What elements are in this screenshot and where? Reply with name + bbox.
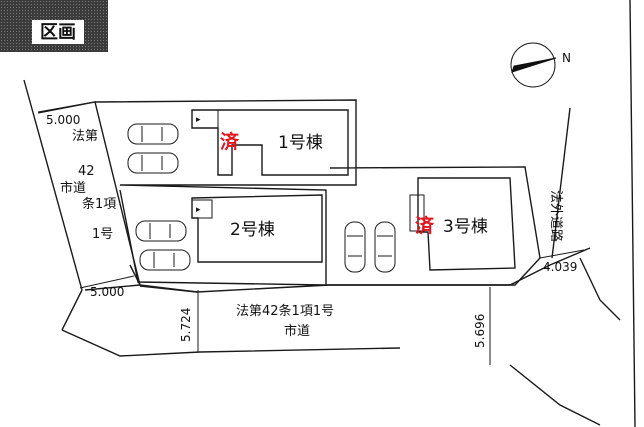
parking-car — [135, 220, 187, 242]
dim-road-right: 5.696 — [473, 314, 487, 348]
left-road-label: 法第 42 条1項 1号 市道 — [60, 129, 116, 242]
building-3-entrance — [409, 194, 425, 232]
building-1-status: 済 — [220, 130, 240, 153]
building-1-entrance-mark: ▸ — [196, 115, 201, 125]
lot-outline — [94, 99, 541, 286]
dim-road-left: 5.724 — [179, 308, 193, 342]
north-label: N — [562, 51, 571, 65]
building-2-entrance — [191, 199, 213, 219]
left-road-label-line2: 42 — [78, 164, 95, 179]
right-road-left-edge — [551, 107, 571, 259]
left-road-outer-edge — [23, 79, 83, 331]
left-road-inner-edge — [37, 101, 141, 286]
title-tab: 区画 — [0, 0, 108, 52]
building-3-status: 済 — [415, 214, 435, 237]
parking-car — [344, 221, 366, 273]
building-2-entrance-mark: ▸ — [196, 205, 201, 215]
building-1-label: 1号棟 — [278, 133, 323, 153]
bottom-road-label-line1: 法第42条1項1号 — [236, 303, 334, 319]
right-edge — [629, 0, 636, 427]
parking-car — [127, 152, 179, 174]
building-1-entrance — [191, 109, 219, 129]
building-3-label: 3号棟 — [443, 217, 488, 237]
dim-line-bottom-left — [79, 275, 135, 289]
dim-line-top-left — [37, 101, 95, 113]
left-road-label-line5: 市道 — [60, 180, 86, 196]
parking-car — [139, 249, 191, 271]
page-title: 区画 — [40, 22, 76, 43]
left-road-label-line3: 条1項 — [82, 196, 116, 212]
bottom-road-lower-edge — [61, 329, 401, 357]
right-road-label: 法外道路 — [548, 190, 564, 242]
north-arrow-icon — [511, 57, 557, 73]
parking-car — [127, 123, 179, 145]
left-road-label-line4: 1号 — [92, 227, 113, 242]
building-3-outline — [417, 177, 516, 271]
dim-line-right — [539, 249, 585, 259]
dim-bottom-left: 5.000 — [90, 285, 124, 299]
right-road-right-edge — [579, 257, 621, 321]
left-road-label-line1: 法第 — [72, 129, 98, 144]
compass: N — [510, 42, 571, 88]
bottom-road-right-lower-edge — [509, 364, 601, 426]
building-2-label: 2号棟 — [230, 220, 275, 240]
bottom-road-upper-edge — [139, 247, 591, 293]
bottom-road-label-line2: 市道 — [284, 323, 310, 339]
dim-top-left: 5.000 — [46, 113, 80, 127]
building-1-outline — [191, 109, 349, 176]
dim-right: 4.039 — [543, 260, 577, 274]
parking-car — [374, 221, 396, 273]
